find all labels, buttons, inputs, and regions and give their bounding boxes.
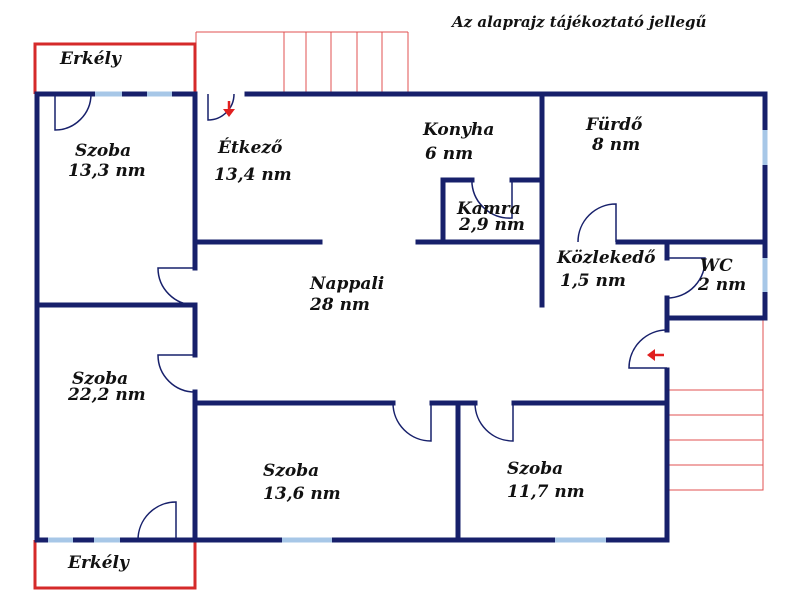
door-szoba3	[392, 402, 432, 442]
room-furdo-name: Fürdő	[585, 115, 643, 135]
door-balcony-top	[54, 93, 92, 131]
entry-arrow-top-icon	[223, 101, 235, 117]
room-furdo-area: 8 nm	[591, 135, 640, 155]
room-szoba3-area: 13,6 nm	[263, 484, 341, 504]
door-etkezo	[207, 93, 235, 121]
room-szoba1-name: Szoba	[75, 141, 131, 161]
room-konyha-name: Konyha	[422, 120, 494, 140]
windows	[48, 91, 768, 543]
room-wc-name: WC	[700, 256, 733, 276]
room-kozlekedo-name: Közlekedő	[556, 248, 656, 268]
room-szoba2-area: 22,2 nm	[67, 385, 146, 405]
entry-arrow-right-icon	[647, 349, 664, 361]
door-entrance	[628, 329, 668, 369]
room-etkezo-name: Étkező	[217, 137, 283, 158]
room-kamra-area: 2,9 nm	[458, 215, 525, 235]
balcony-top-label: Erkély	[59, 49, 122, 69]
room-szoba4-name: Szoba	[507, 459, 563, 479]
room-nappali-name: Nappali	[309, 274, 384, 294]
door-wc	[666, 257, 706, 299]
room-konyha-area: 6 nm	[425, 144, 473, 164]
room-szoba3-name: Szoba	[263, 461, 319, 481]
room-szoba4-area: 11,7 nm	[507, 482, 585, 502]
room-wc-area: 2 nm	[697, 275, 746, 295]
outer-walls	[34, 91, 768, 543]
staircase-right	[667, 317, 764, 491]
disclaimer-note: Az alaprajz tájékoztató jellegű	[450, 13, 707, 31]
door-kamra	[471, 180, 513, 219]
room-kamra-name: Kamra	[456, 199, 521, 219]
room-szoba1-area: 13,3 nm	[68, 161, 146, 181]
room-kozlekedo-area: 1,5 nm	[560, 271, 626, 291]
room-szoba2-name: Szoba	[72, 369, 128, 389]
balcony-top-outline	[33, 42, 197, 94]
door-szoba4	[474, 402, 514, 442]
balcony-bottom-label: Erkély	[67, 553, 130, 573]
room-etkezo-area: 13,4 nm	[214, 165, 292, 185]
door-szoba1	[157, 267, 196, 306]
interior-walls	[34, 91, 768, 543]
door-balcony-bottom	[137, 501, 177, 541]
balcony-bottom-outline	[33, 540, 197, 590]
room-nappali-area: 28 nm	[309, 295, 370, 315]
door-szoba2	[157, 354, 196, 393]
doors	[54, 93, 706, 541]
door-furdo	[577, 203, 617, 243]
staircase-top	[195, 31, 409, 94]
